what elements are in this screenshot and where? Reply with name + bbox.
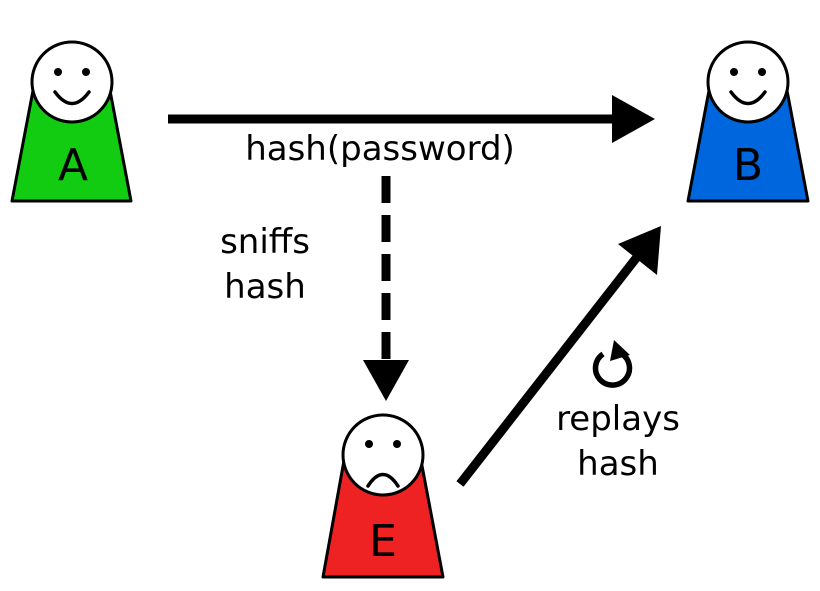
person-e: E [321,413,445,579]
sniff-hash-arrow [363,176,409,401]
person-e-frown [366,472,400,488]
replay-hash-arrow [456,226,661,487]
replay-label-line2: hash [577,444,659,484]
sniff-label-line2: hash [224,267,306,307]
person-a-head [30,40,114,124]
person-e-label: E [369,516,397,567]
person-a-right-eye [82,68,90,76]
person-b-smile [729,90,767,106]
replay-hash-arrow-shaft [456,254,641,487]
person-b-label: B [733,140,763,191]
replay-label-line1: replays [556,399,680,439]
person-e-head [341,413,425,497]
person-e-left-eye [365,440,373,448]
person-b: B [686,40,810,203]
person-b-head [706,40,790,124]
send-hash-label: hash(password) [245,129,515,169]
replay-hash-arrowhead [618,226,661,275]
send-hash-arrowhead [612,95,655,143]
person-a-left-eye [54,68,62,76]
send-hash-arrow [168,95,655,143]
sniff-hash-arrowhead [363,360,409,401]
sniff-label-line1: sniffs [220,222,310,262]
person-a-smile [53,90,91,106]
replay-circular-arrow-icon [592,340,633,388]
person-b-right-eye [758,68,766,76]
person-a-label: A [58,140,88,191]
person-b-left-eye [730,68,738,76]
person-e-right-eye [393,440,401,448]
person-a: A [10,40,133,203]
